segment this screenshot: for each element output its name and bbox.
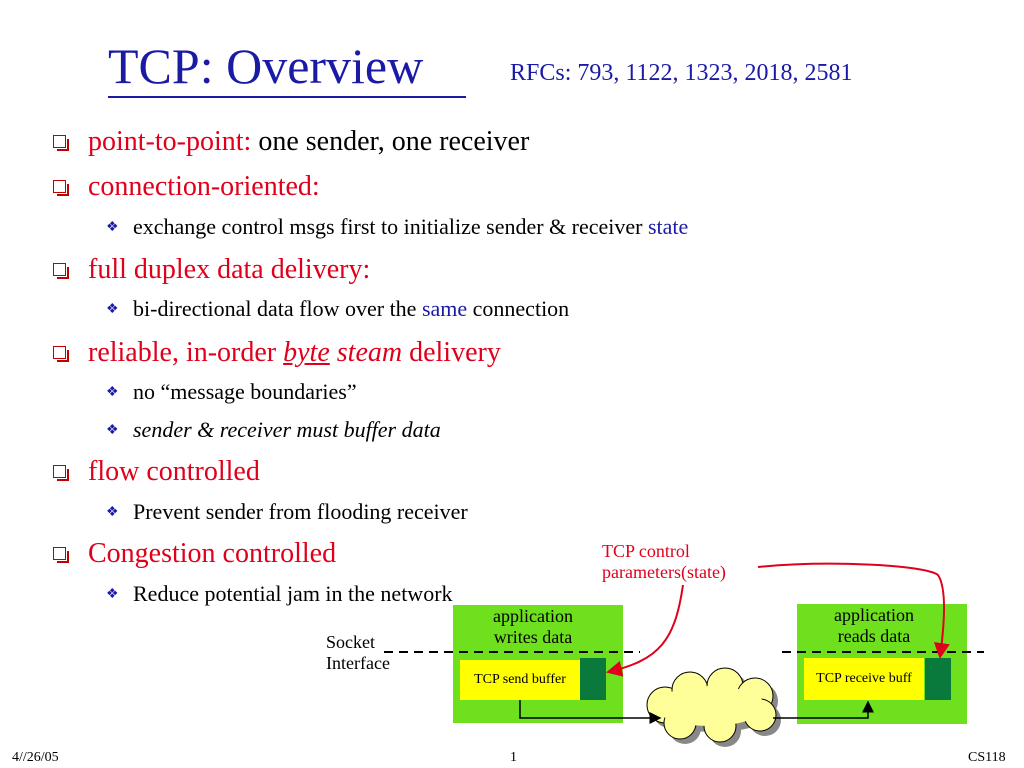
diamond-bullet-icon: ❖ [106,302,119,317]
bullet-desc: one sender, one receiver [251,126,530,157]
app-writes-line1: application [493,606,573,626]
sub-bullet-same: same [421,296,468,321]
sub-bullet-text: exchange control msgs first to initializ… [133,214,648,239]
sub-bullet-buffer: sender & receiver must buffer data [133,417,441,442]
bullet-box-icon [53,180,69,196]
diamond-bullet-icon: ❖ [106,385,119,400]
state-arrow-receive [757,562,950,659]
diamond-bullet-icon: ❖ [106,423,119,438]
sub-bullet-reduce: Reduce potential jam in the network [133,581,453,606]
bullet-box-icon [53,346,69,362]
receive-data-arrow [773,700,874,719]
footer-page-number: 1 [510,750,517,765]
bullet-text: reliable, in-order [88,337,284,368]
send-state-block [580,658,606,700]
sub-bullet-bidirectional: bi-directional data flow over the same c… [133,296,569,322]
sub-bullet-state: state [647,214,689,239]
slide-title: TCP: Overview [108,38,424,94]
bullet-box-icon [53,263,69,279]
app-reads-line2: reads data [837,626,911,646]
tcp-control-label: TCP control parameters(state) [602,541,726,583]
bullet-term: point-to-point: [88,126,252,157]
diamond-bullet-icon: ❖ [106,587,119,602]
network-cloud-icon [646,667,781,747]
bullet-byte: byte [283,337,330,368]
sub-bullet-prevent: Prevent sender from flooding receiver [133,499,468,524]
tcp-control-line2: parameters(state) [602,562,726,582]
bullet-congestion-controlled: Congestion controlled [88,538,337,569]
app-reads-label: application reads data [797,605,951,647]
bullet-flow-controlled: flow controlled [88,456,260,487]
diamond-bullet-icon: ❖ [106,505,119,520]
tcp-send-buffer: TCP send buffer [460,660,580,700]
title-underline [108,96,466,98]
sub-bullet-exchange: exchange control msgs first to initializ… [133,214,688,240]
bullet-reliable: reliable, in-order byte steam delivery [88,337,501,369]
sub-bullet-text: bi-directional data flow over the [133,296,422,321]
sub-bullet-text-end: connection [467,296,570,321]
rfcs-label: RFCs: 793, 1122, 1323, 2018, 2581 [510,60,853,86]
bullet-steam: steam [336,337,403,368]
bullet-text-end: delivery [402,337,501,368]
state-arrow-send [606,584,684,677]
app-reads-line1: application [834,605,914,625]
footer-course: CS118 [968,750,1006,765]
bullet-full-duplex: full duplex data delivery: [88,254,371,285]
footer-date: 4//26/05 [12,750,59,765]
bullet-point-to-point: point-to-point: one sender, one receiver [88,126,529,158]
bullet-box-icon [53,547,69,563]
socket-interface-label: Socket Interface [326,632,390,674]
socket-line1: Socket [326,632,375,652]
sub-bullet-no-boundaries: no “message boundaries” [133,379,357,404]
app-writes-line2: writes data [493,627,573,647]
tcp-control-line1: TCP control [602,541,690,561]
bullet-box-icon [53,465,69,481]
bullet-box-icon [53,135,69,151]
app-writes-label: application writes data [453,606,613,648]
socket-line2: Interface [326,653,390,673]
tcp-receive-buffer: TCP receive buff [804,658,924,700]
receive-state-block [925,658,951,700]
diamond-bullet-icon: ❖ [106,220,119,235]
send-data-arrow [519,700,662,724]
bullet-connection-oriented: connection-oriented: [88,171,320,202]
